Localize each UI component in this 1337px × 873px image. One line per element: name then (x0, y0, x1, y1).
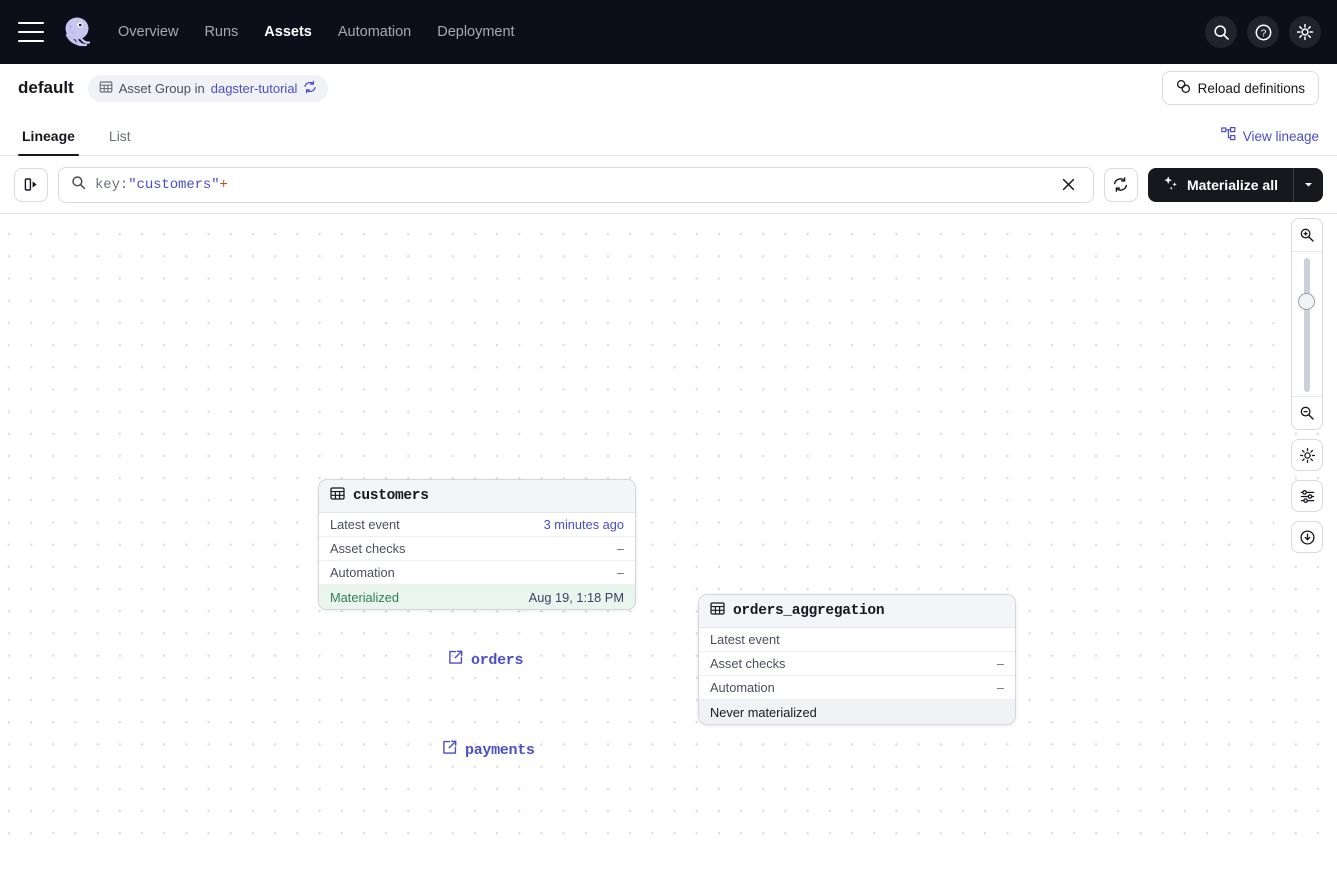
reload-definitions-label: Reload definitions (1197, 80, 1305, 96)
search-icon (71, 175, 86, 195)
search-query-text: key:"customers"+ (95, 177, 228, 193)
page-title: default (18, 78, 74, 97)
asset-row-asset-checks: Asset checks – (699, 652, 1015, 676)
external-asset-label: orders (471, 651, 524, 669)
tab-list[interactable]: List (108, 128, 131, 144)
row-value: – (996, 656, 1004, 671)
external-asset-node-payments[interactable]: payments (442, 740, 535, 760)
asset-row-materialized: Materialized Aug 19, 1:18 PM (319, 585, 635, 609)
row-value: – (616, 565, 624, 580)
query-operator: + (219, 176, 228, 193)
asset-group-prefix: Asset Group in (118, 80, 205, 96)
row-label: Never materialized (710, 704, 817, 720)
reload-group-icon[interactable] (303, 80, 317, 97)
lineage-graph-icon (1220, 127, 1236, 145)
zoom-controls (1291, 218, 1323, 553)
zoom-slider[interactable] (1292, 251, 1322, 397)
hamburger-menu-icon[interactable] (18, 22, 44, 42)
page-header: default Asset Group in dagster-tutorial … (0, 64, 1337, 112)
help-icon[interactable]: ? (1247, 16, 1279, 48)
asset-node-customers[interactable]: customers Latest event 3 minutes ago Ass… (318, 479, 636, 610)
row-value[interactable]: 3 minutes ago (543, 517, 624, 532)
asset-node-header: orders_aggregation (699, 595, 1015, 628)
row-label: Latest event (330, 517, 400, 532)
materialize-all-button[interactable]: Materialize all (1148, 168, 1293, 202)
sparkle-icon (1163, 175, 1179, 194)
asset-group-badge[interactable]: Asset Group in dagster-tutorial (87, 74, 329, 102)
tab-lineage[interactable]: Lineage (18, 128, 79, 156)
external-asset-label: payments (465, 741, 535, 759)
settings-gear-icon[interactable] (1289, 16, 1321, 48)
asset-row-asset-checks: Asset checks – (319, 537, 635, 561)
zoom-slider-rail (1304, 258, 1310, 392)
asset-row-automation: Automation – (699, 676, 1015, 700)
row-value[interactable]: Aug 19, 1:18 PM (528, 589, 624, 605)
panel-expand-icon[interactable] (14, 167, 48, 202)
table-icon (330, 486, 345, 506)
search-icon[interactable] (1205, 16, 1237, 48)
graph-settings-gear-icon[interactable] (1291, 439, 1323, 471)
nav-link-runs[interactable]: Runs (204, 24, 239, 40)
asset-row-latest-event: Latest event 3 minutes ago (319, 513, 635, 537)
nav-link-overview[interactable]: Overview (118, 24, 179, 40)
row-label: Materialized (330, 589, 399, 605)
materialize-all-label: Materialize all (1186, 176, 1278, 193)
external-link-icon (442, 740, 457, 760)
clear-search-icon[interactable] (1056, 178, 1081, 191)
code-location-link[interactable]: dagster-tutorial (210, 80, 298, 96)
zoom-out-icon[interactable] (1292, 397, 1322, 429)
nav-link-deployment[interactable]: Deployment (437, 24, 515, 40)
external-asset-node-orders[interactable]: orders (448, 650, 524, 670)
refresh-graph-icon[interactable] (1103, 167, 1138, 202)
materialize-dropdown-caret-icon[interactable] (1293, 167, 1323, 202)
table-icon (710, 601, 725, 621)
asset-node-title: customers (353, 488, 429, 504)
row-label: Automation (330, 565, 395, 580)
tab-bar: Lineage List View lineage (0, 112, 1337, 156)
row-value: – (996, 680, 1004, 695)
nav-icon-group: ? (1205, 16, 1321, 48)
row-label: Asset checks (330, 541, 406, 556)
view-lineage-label: View lineage (1242, 128, 1319, 144)
asset-node-title: orders_aggregation (733, 603, 885, 619)
asset-row-never-materialized: Never materialized (699, 700, 1015, 724)
query-key: key: (95, 176, 129, 193)
top-navigation-bar: Overview Runs Assets Automation Deployme… (0, 0, 1337, 64)
graph-edges (0, 214, 300, 364)
nav-link-automation[interactable]: Automation (337, 24, 412, 40)
view-lineage-link[interactable]: View lineage (1220, 127, 1319, 145)
row-label: Asset checks (710, 656, 786, 671)
asset-row-automation: Automation – (319, 561, 635, 585)
nav-link-assets[interactable]: Assets (264, 24, 312, 40)
materialize-all-group: Materialize all (1147, 167, 1323, 202)
svg-text:?: ? (1260, 28, 1266, 39)
query-value: "customers" (128, 176, 220, 193)
reload-definitions-button[interactable]: Reload definitions (1161, 71, 1319, 105)
zoom-slider-handle[interactable] (1298, 293, 1315, 310)
zoom-in-icon[interactable] (1292, 219, 1322, 251)
search-input[interactable]: key:"customers"+ (58, 166, 1094, 203)
external-link-icon (448, 650, 463, 670)
fit-to-screen-icon[interactable] (1291, 521, 1323, 553)
table-icon (99, 80, 113, 97)
asset-row-latest-event: Latest event (699, 628, 1015, 652)
row-value: – (616, 541, 624, 556)
row-label: Latest event (710, 632, 780, 647)
asset-node-orders-aggregation[interactable]: orders_aggregation Latest event Asset ch… (698, 594, 1016, 725)
asset-lineage-canvas[interactable]: customers Latest event 3 minutes ago Ass… (0, 214, 1337, 853)
reload-icon (1176, 79, 1191, 97)
row-label: Automation (710, 680, 775, 695)
graph-toolbar: key:"customers"+ Materialize all (0, 156, 1337, 214)
dagster-logo-icon[interactable] (56, 11, 98, 53)
primary-nav-links: Overview Runs Assets Automation Deployme… (118, 24, 515, 40)
graph-filters-icon[interactable] (1291, 480, 1323, 512)
asset-node-header: customers (319, 480, 635, 513)
zoom-slider-stack (1291, 218, 1323, 430)
